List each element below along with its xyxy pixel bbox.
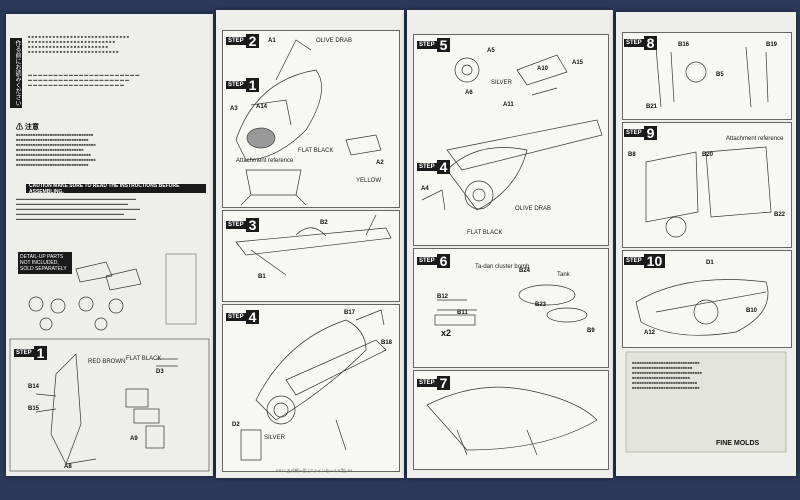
step-6-panel [413,248,609,368]
step-2-panel [222,30,400,208]
attachment-reference: Attachment reference [236,158,294,164]
color-silver: SILVER [491,80,512,86]
tank-label: Tank [557,272,570,278]
part-b11: B11 [457,310,468,316]
color-olive-drab: OLIVE DRAB [515,206,552,212]
part-a5: A5 [487,48,495,54]
part-b8: B8 [628,152,636,158]
step-5-panel [413,34,609,246]
part-a14: A14 [256,104,268,110]
color-yellow: YELLOW [356,178,382,184]
color-flat-black: FLAT BLACK [467,230,503,236]
intro-text-jp: ■ ■ ■ ■ ■ ■ ■ ■ ■ ■ ■ ■ ■ ■ ■ ■ ■ ■ ■ ■ … [28,34,130,54]
part-b20: B20 [702,152,714,158]
instruction-page-1: 作る前にお読みください ■ ■ ■ ■ ■ ■ ■ ■ ■ ■ ■ ■ ■ ■ … [6,14,213,476]
part-a3: A3 [230,106,238,112]
page2-diagrams [235,39,392,461]
part-b17: B17 [344,310,356,316]
intro-text-en: ▬ ▬ ▬ ▬ ▬ ▬ ▬ ▬ ▬ ▬ ▬ ▬ ▬ ▬ ▬ ▬ ▬ ▬ ▬ ▬ … [28,72,140,87]
notice-text: ■■■■■■■■■■■■■■■■■■■■■■■■■■■■■■■■■■■■■■■■… [632,360,703,390]
bombs-label: Ta-dan cluster bomb [475,264,530,270]
part-b16: B16 [678,42,690,48]
part-a12: A12 [644,330,656,336]
part-b24: B24 [519,268,531,274]
part-a1: A1 [268,38,276,44]
part-b15: B15 [28,406,40,412]
step-9-panel [622,122,792,248]
part-a8: A8 [64,464,72,470]
page3-diagrams [421,54,603,456]
color-flat-black: FLAT BLACK [298,148,334,154]
part-a6: A6 [465,90,473,96]
color-red-brown: RED BROWN [88,359,126,365]
vertical-title: 作る前にお読みください [10,38,22,108]
step-4-panel [222,304,400,472]
part-b2: B2 [320,220,328,226]
part-a10: A10 [537,66,549,72]
part-b9: B9 [587,328,595,334]
part-a15: A15 [572,60,584,66]
part-a9: A9 [130,436,138,442]
part-b5: B5 [716,72,724,78]
part-d2: D2 [232,422,240,428]
part-b19: B19 [766,42,778,48]
part-a4: A4 [421,186,429,192]
quantity-x2: x2 [441,328,452,338]
attachment-reference: Attachment reference [726,136,784,142]
maker-logo: FINE MOLDS [716,440,760,447]
warning-text: ■■■■■■■■■■■■■■■■■■■■■■■■■■■■■■■■■■■■■■■■… [16,132,96,167]
color-silver: SILVER [264,435,285,441]
part-b10: B10 [746,308,758,314]
page1-diagrams [9,253,210,472]
part-a11: A11 [503,102,514,108]
color-flat-black: FLAT BLACK [126,356,162,362]
color-olive-drab: OLIVE DRAB [316,38,353,44]
part-d3: D3 [156,369,164,375]
part-b23: B23 [535,302,547,308]
part-b18: B18 [381,340,393,346]
part-d1: D1 [706,260,714,266]
part-b21: B21 [646,104,658,110]
warning-heading: ⚠ 注意 [16,124,39,131]
caution-text: ▬▬▬▬▬▬▬▬▬▬▬▬▬▬▬▬▬▬▬▬▬▬▬▬▬▬▬▬▬▬▬▬▬▬▬▬▬▬▬▬… [16,196,140,221]
part-b22: B22 [774,212,786,218]
caution-banner: CAUTION MAKE SURE TO READ THE INSTRUCTIO… [26,183,206,195]
part-a2: A2 [376,160,384,166]
page-footer: FP17 五式戦一型 (ファインモールド製) P4 [276,468,353,473]
part-b14: B14 [28,384,40,390]
page4-diagrams [625,46,787,453]
part-b1: B1 [258,274,266,280]
part-b12: B12 [437,294,449,300]
